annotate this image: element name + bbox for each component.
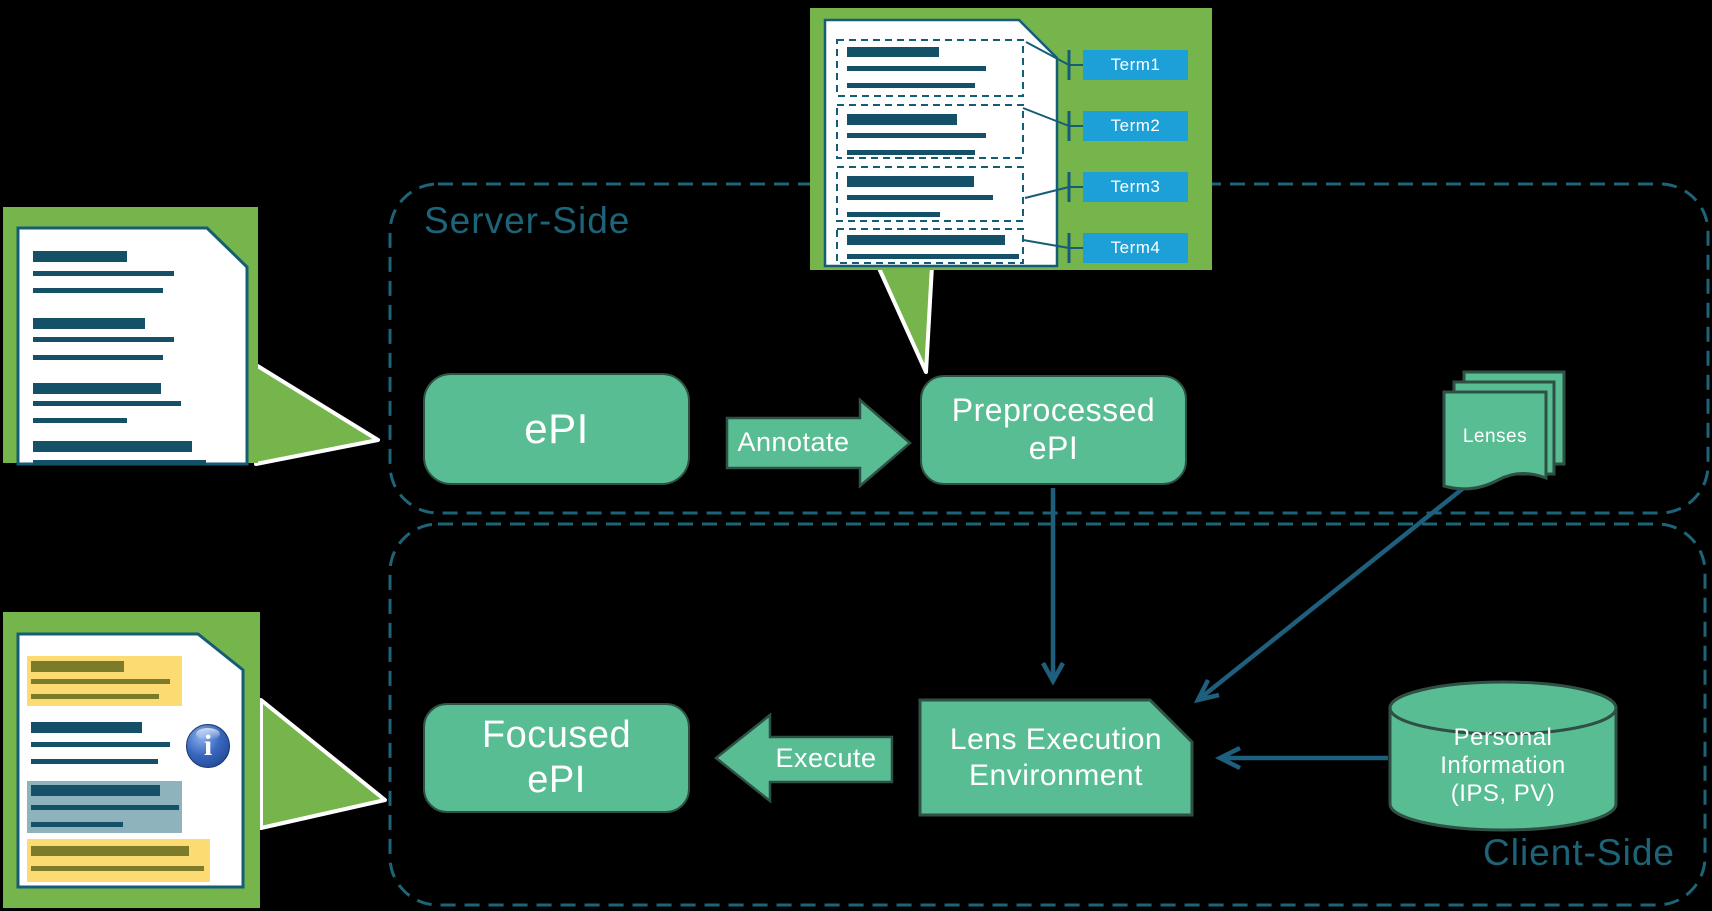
term4-label: Term4 bbox=[1083, 233, 1188, 263]
epi-node: ePI bbox=[423, 373, 690, 485]
term1-label: Term1 bbox=[1083, 50, 1188, 80]
client-side-label: Client-Side bbox=[1483, 832, 1675, 873]
cylinder-body bbox=[1388, 706, 1618, 832]
document-text-lines bbox=[847, 47, 1019, 259]
arrowhead-down-icon bbox=[1041, 661, 1065, 686]
lenses-to-lee-arrow bbox=[1196, 476, 1478, 702]
callout-tails bbox=[254, 264, 934, 830]
highlighted-text-lines bbox=[31, 785, 179, 827]
lenses-icon bbox=[1442, 370, 1566, 491]
document-text-lines bbox=[33, 251, 206, 465]
epi-node-label: ePI bbox=[524, 405, 589, 453]
flow-arrows bbox=[1041, 476, 1478, 771]
annotate-arrow-label: Annotate bbox=[737, 427, 850, 458]
annotated-document bbox=[823, 18, 1083, 268]
lens-execution-environment-node bbox=[918, 698, 1194, 817]
personal-information-label: Personal Information (IPS, PV) bbox=[1398, 716, 1608, 816]
info-icon-glyph: i bbox=[203, 729, 213, 762]
arrowhead-diagonal-icon bbox=[1193, 678, 1220, 704]
lenses-label: Lenses bbox=[1462, 425, 1528, 447]
execute-arrow-label: Execute bbox=[775, 743, 877, 774]
client-side-region-border bbox=[388, 522, 1707, 907]
document-outline bbox=[823, 18, 1059, 268]
arrowhead-left-icon bbox=[1214, 745, 1242, 771]
preprocessed-epi-node-label: Preprocessed ePI bbox=[951, 392, 1156, 466]
highlighted-text-lines bbox=[31, 846, 204, 871]
lens-execution-environment-text: Lens Execution Environment bbox=[949, 723, 1163, 792]
focused-epi-node: Focused ePI bbox=[423, 703, 690, 813]
execute-arrow bbox=[713, 712, 894, 804]
personal-information-text: Personal Information (IPS, PV) bbox=[1440, 723, 1566, 808]
term3-label: Term3 bbox=[1083, 172, 1188, 202]
document-text-lines bbox=[31, 722, 170, 764]
highlighted-text-lines bbox=[31, 661, 170, 699]
focused-epi-node-label: Focused ePI bbox=[481, 714, 632, 801]
yellow-highlight-block bbox=[27, 839, 210, 882]
focused-document bbox=[16, 632, 245, 889]
epi-callout-tail bbox=[254, 363, 380, 466]
annotate-arrow bbox=[725, 397, 912, 489]
server-side-label: Server-Side bbox=[424, 200, 631, 241]
lens-execution-environment-label: Lens Execution Environment bbox=[920, 700, 1192, 815]
annotated-callout-tail bbox=[876, 264, 934, 374]
info-icon: i bbox=[186, 724, 230, 768]
epi-document bbox=[16, 226, 249, 466]
personal-information-database bbox=[1388, 680, 1618, 832]
term2-label: Term2 bbox=[1083, 111, 1188, 141]
preprocessed-epi-node: Preprocessed ePI bbox=[920, 375, 1187, 485]
document-outline bbox=[16, 226, 249, 466]
focused-callout-tail bbox=[259, 698, 387, 830]
term-connector-lines bbox=[1022, 41, 1083, 249]
cylinder-top bbox=[1388, 680, 1618, 736]
term-section-boxes bbox=[836, 39, 1024, 264]
lens-sheet-front bbox=[1442, 390, 1548, 491]
